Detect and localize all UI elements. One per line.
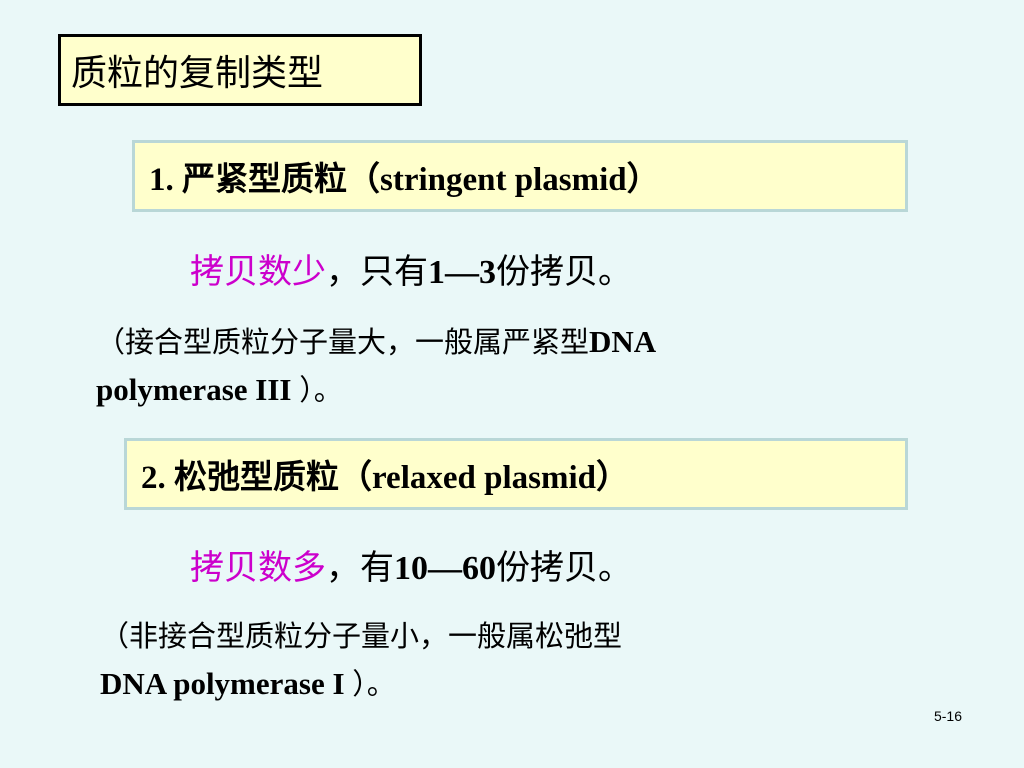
section-stringent-label: 1. 严紧型质粒（stringent plasmid） bbox=[149, 162, 660, 198]
relaxed-note-line1-cn: （非接合型质粒分子量小，一般属松弛型 bbox=[100, 619, 623, 653]
stringent-note-line2-end: ）。 bbox=[299, 373, 343, 407]
stringent-note-line2: polymerase III ）。 bbox=[96, 366, 896, 414]
stringent-copy-count-prefix: ，只有 bbox=[326, 252, 428, 292]
section-stringent-box: 1. 严紧型质粒（stringent plasmid） bbox=[132, 140, 908, 212]
stringent-copy-count-range: 1—3 bbox=[428, 254, 496, 291]
relaxed-note-line2-latin: DNA polymerase I bbox=[100, 666, 353, 701]
stringent-copy-count-suffix: 份拷贝。 bbox=[496, 252, 632, 292]
stringent-note: （接合型质粒分子量大，一般属严紧型DNA polymerase III ）。 bbox=[96, 318, 896, 414]
section-relaxed-label: 2. 松弛型质粒（relaxed plasmid） bbox=[141, 460, 629, 496]
section-relaxed-box: 2. 松弛型质粒（relaxed plasmid） bbox=[124, 438, 908, 510]
relaxed-note-line2-end: ）。 bbox=[352, 667, 396, 701]
stringent-note-line2-latin: polymerase III bbox=[96, 372, 300, 407]
stringent-copy-count-line: 拷贝数少，只有1—3份拷贝。 bbox=[190, 244, 632, 293]
relaxed-copy-count-prefix: ，有 bbox=[326, 548, 394, 588]
stringent-note-line1: （接合型质粒分子量大，一般属严紧型DNA bbox=[96, 318, 896, 366]
relaxed-note: （非接合型质粒分子量小，一般属松弛型 DNA polymerase I ）。 bbox=[100, 612, 900, 708]
stringent-note-line1-cn: （接合型质粒分子量大，一般属严紧型 bbox=[96, 325, 590, 359]
relaxed-copy-count-suffix: 份拷贝。 bbox=[496, 548, 632, 588]
relaxed-copy-count-line: 拷贝数多，有10—60份拷贝。 bbox=[190, 540, 632, 589]
relaxed-copy-count-range: 10—60 bbox=[394, 550, 496, 587]
stringent-note-line1-latin: DNA bbox=[589, 324, 657, 359]
relaxed-note-line1: （非接合型质粒分子量小，一般属松弛型 bbox=[100, 612, 900, 660]
page-number: 5-16 bbox=[933, 708, 962, 724]
relaxed-copy-count-highlight: 拷贝数多 bbox=[190, 548, 326, 588]
stringent-copy-count-highlight: 拷贝数少 bbox=[190, 252, 326, 292]
slide-title-box: 质粒的复制类型 bbox=[58, 34, 422, 106]
slide-title: 质粒的复制类型 bbox=[71, 53, 324, 94]
relaxed-note-line2: DNA polymerase I ）。 bbox=[100, 660, 900, 708]
